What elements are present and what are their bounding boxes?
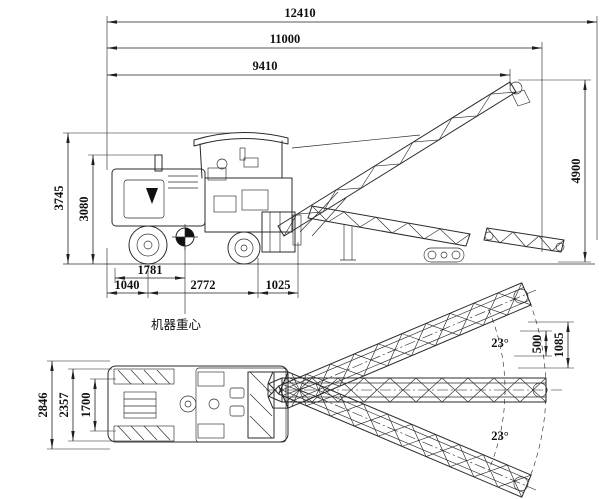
track-right-bottom [197, 423, 225, 439]
support-cable [291, 134, 421, 149]
engine-hood [111, 168, 206, 227]
side-extension-lines [63, 16, 598, 298]
plan-detail-circle [179, 395, 197, 413]
console [207, 167, 227, 181]
dim-text-1025: 1025 [266, 278, 291, 292]
track-left-top-hatch [117, 369, 171, 385]
dim-text-2846: 2846 [36, 393, 50, 418]
centerline-down [299, 389, 537, 491]
plan-dimension-lines [50, 322, 570, 449]
swing-envelope-arc [526, 293, 547, 487]
dim-text-9410: 9410 [253, 59, 278, 73]
track-right-top [197, 371, 225, 387]
track-left-bottom-hatch [117, 425, 171, 441]
side-dimension-lines [66, 20, 597, 295]
engine-fins [124, 398, 156, 414]
conveyor-top-chord [277, 81, 511, 227]
front-wheel [227, 231, 261, 265]
lowered-lattice [311, 205, 471, 245]
dim-text-500: 500 [530, 335, 544, 354]
machine-side-body [111, 132, 302, 265]
machine-plan-body [107, 365, 289, 443]
support-stand [340, 224, 356, 261]
dim-text-2772: 2772 [191, 278, 216, 292]
dim-text-4900: 4900 [569, 159, 583, 184]
dim-text-12410: 12410 [284, 6, 315, 20]
canopy-roof [193, 132, 289, 147]
track-left-bottom [113, 425, 175, 442]
seat-plan-1 [229, 387, 245, 399]
hood-door [123, 179, 165, 219]
main-frame [204, 177, 293, 233]
dim-text-1085: 1085 [552, 333, 566, 358]
hazard-mark [146, 188, 158, 204]
canopy-post-rear [199, 143, 203, 179]
rear-wheel [128, 225, 168, 265]
body-detail-2 [241, 189, 269, 211]
dim-text-2357: 2357 [57, 393, 71, 418]
dim-text-1040: 1040 [115, 278, 140, 292]
engine-block [123, 391, 157, 419]
angle-arc-lower [488, 389, 506, 471]
centerline-up [299, 289, 537, 391]
cg-label: 机器重心 [151, 317, 202, 332]
steering-wheel [216, 158, 228, 170]
dolly-track [423, 247, 465, 263]
milling-drum-band [247, 371, 275, 439]
discharge-chute [511, 89, 531, 107]
angle-text-upper: 23° [491, 336, 509, 350]
seat [243, 157, 259, 168]
conveyor-ground-section [483, 227, 565, 253]
plan-view: 2846 2357 1700 500 1085 23° 23° [36, 281, 574, 499]
milling-housing [261, 211, 296, 253]
dim-text-1781: 1781 [138, 263, 163, 277]
hood-vents [168, 175, 198, 189]
track-left-top [113, 368, 175, 385]
housing-skirt [269, 212, 281, 252]
angle-arc-upper [488, 309, 506, 391]
seat-plan-2 [229, 405, 245, 417]
cg-symbol [172, 224, 198, 250]
support-arm-1 [299, 191, 339, 233]
conveyor-lattice [283, 91, 517, 237]
seat-back [239, 147, 246, 161]
dim-text-3080: 3080 [77, 197, 91, 222]
dim-text-1700: 1700 [79, 393, 93, 418]
side-view: 12410 11000 9410 4900 3745 3080 1781 104… [52, 6, 598, 332]
body-detail-1 [213, 195, 237, 213]
canopy-footprint [195, 367, 287, 443]
conveyor-raised [277, 81, 531, 237]
head-pulley [509, 81, 523, 95]
support-arm-2 [311, 197, 347, 237]
conveyor-lowered-section [307, 205, 471, 263]
ground-section-lattice [486, 227, 565, 252]
dim-text-11000: 11000 [270, 32, 301, 46]
dim-text-3745: 3745 [52, 186, 66, 211]
exhaust-stack [154, 154, 163, 172]
